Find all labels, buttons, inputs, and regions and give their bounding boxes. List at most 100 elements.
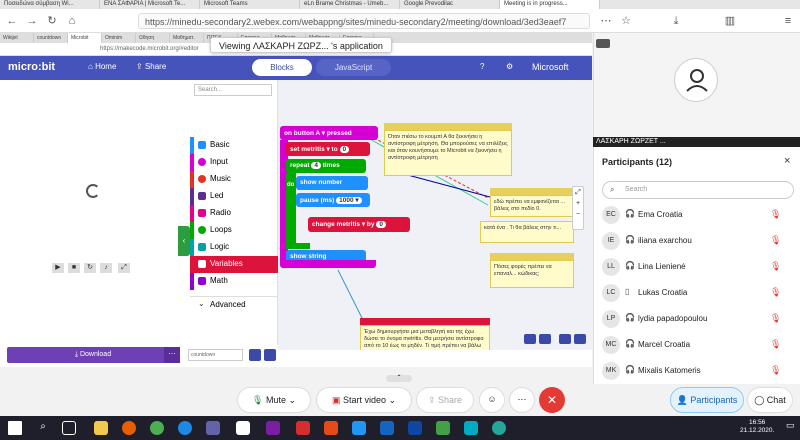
comment-note: κατά ένα . Τι θα βάλεις στην τι...: [480, 221, 574, 243]
firefox-icon[interactable]: [122, 421, 136, 435]
powerpoint-icon[interactable]: [324, 421, 338, 435]
more-icon[interactable]: ⋯: [600, 15, 612, 27]
search-icon[interactable]: ⌕: [40, 421, 46, 432]
browser-tab-bar: Ποσειδώνα σύμβαση Wi... ΕΝΑ ΣΑΦΑΡΙΑ | Mi…: [0, 0, 800, 9]
comment-note: εδώ πρέπει να εμφανίζεται ... βάλεις στο…: [490, 195, 574, 217]
participant-name: lydia papadopoulou: [638, 314, 708, 323]
forward-icon[interactable]: →: [26, 15, 38, 27]
change-value: 0: [376, 221, 386, 228]
bookmark-icon[interactable]: ☆: [621, 15, 631, 27]
webex-icon[interactable]: [492, 421, 506, 435]
start-video-button[interactable]: ▣ Start video ⌄: [316, 387, 412, 413]
word-icon[interactable]: [380, 421, 394, 435]
back-icon[interactable]: ←: [6, 15, 18, 27]
muted-mic-icon[interactable]: 🎙: [770, 313, 782, 323]
windows-start-icon[interactable]: [8, 421, 22, 435]
muted-mic-icon[interactable]: 🎙: [770, 209, 782, 219]
share-button[interactable]: ⇪ Share: [416, 387, 474, 413]
file-explorer-icon[interactable]: [94, 421, 108, 435]
show-number-block: show number: [296, 176, 368, 190]
category-radio: Radio: [190, 205, 278, 222]
participant-row[interactable]: LP 🎧 lydia papadopoulou 🎙: [594, 307, 800, 333]
category-label: Radio: [210, 208, 231, 217]
notepad-icon[interactable]: [236, 421, 250, 435]
app-icon[interactable]: [436, 421, 450, 435]
layout-icon[interactable]: [596, 39, 610, 48]
chat-icon: ◯: [754, 395, 765, 405]
participant-row[interactable]: IE 🎧 iliana exarchou 🎙: [594, 229, 800, 255]
more-options-button[interactable]: ⋯: [509, 387, 535, 413]
viewing-label: Viewing ΛΑΣΚΑΡΗ ΖΩΡΖ... 's application: [210, 37, 392, 53]
muted-mic-icon[interactable]: 🎙: [770, 339, 782, 349]
app-icon[interactable]: [352, 421, 366, 435]
teams-icon[interactable]: [206, 421, 220, 435]
inner-tab: Wikijet: [0, 33, 34, 43]
muted-mic-icon[interactable]: 🎙: [770, 287, 782, 297]
end-meeting-button[interactable]: ✕: [539, 387, 565, 413]
browser-tab[interactable]: eLn Brame Christmas - Umeb...: [300, 0, 400, 9]
share-icon: ⇪: [427, 395, 436, 405]
headset-icon: 🎧: [625, 339, 635, 348]
category-basic: Basic: [190, 137, 278, 154]
headphones-icon: [198, 175, 206, 183]
comment-note-header: [384, 123, 512, 130]
download-icon[interactable]: ⤓: [673, 15, 679, 27]
block-search-input: Search...: [194, 84, 272, 96]
browser-tab[interactable]: Google Prevodilac: [400, 0, 500, 9]
collapse-controls-icon[interactable]: ⌃: [386, 375, 412, 382]
category-logic: Logic: [190, 239, 278, 256]
participant-row[interactable]: LC ▯ Lukas Croatia 🎙: [594, 281, 800, 307]
reactions-button[interactable]: ☺: [479, 387, 505, 413]
address-bar[interactable]: https://minedu-secondary2.webex.com/weba…: [138, 13, 590, 29]
search-icon: ⌕: [610, 185, 615, 194]
participant-avatar: LL: [602, 258, 620, 276]
target-icon: [198, 158, 206, 166]
app-icon[interactable]: [266, 421, 280, 435]
javascript-toggle: JavaScript: [316, 59, 391, 76]
participant-row[interactable]: LL 🎧 Lina Lienienė 🎙: [594, 255, 800, 281]
close-icon[interactable]: ×: [784, 155, 791, 167]
home-icon[interactable]: ⌂: [68, 15, 76, 27]
muted-mic-icon[interactable]: 🎙: [770, 365, 782, 375]
menu-icon[interactable]: ≡: [784, 15, 792, 27]
app-icon[interactable]: [408, 421, 422, 435]
participants-search-input[interactable]: Search: [602, 181, 794, 199]
download-button: ⤓ Download: [7, 347, 179, 363]
participants-button[interactable]: 👤 Participants: [670, 387, 744, 413]
muted-mic-icon[interactable]: 🎙: [770, 235, 782, 245]
browser-tab[interactable]: ΕΝΑ ΣΑΦΑΡΙΑ | Microsoft Te...: [100, 0, 200, 9]
edge-icon[interactable]: [178, 421, 192, 435]
participant-row[interactable]: MK 🎧 Mixalis Katomeris 🎙: [594, 359, 800, 385]
block-workspace: on button A ▾ pressed set metritis ▾ to …: [278, 80, 592, 350]
change-label: change metritis ▾ by: [312, 221, 375, 228]
share-link: ⇪ Share: [136, 62, 167, 71]
notifications-icon[interactable]: ▭: [786, 420, 795, 430]
reload-icon[interactable]: ↻: [47, 15, 57, 27]
category-label: Logic: [210, 242, 230, 251]
on-button-block-foot: [280, 260, 376, 268]
category-math: Math: [190, 273, 278, 290]
mute-button[interactable]: 🎙 Mute ⌄: [237, 387, 311, 413]
system-clock[interactable]: 16:56 21.12.2020.: [740, 419, 774, 435]
chat-button[interactable]: ◯ Chat: [747, 387, 793, 413]
category-label: Music: [210, 174, 231, 183]
task-view-icon[interactable]: [62, 421, 76, 435]
browser-tab[interactable]: Ποσειδώνα σύμβαση Wi...: [0, 0, 100, 9]
set-label: set metritis ▾ to: [290, 146, 338, 153]
library-icon[interactable]: ▥: [724, 15, 736, 27]
muted-mic-icon[interactable]: 🎙: [770, 261, 782, 271]
windows-taskbar: ⌕ 16:56 21.12.2020. ▭: [0, 416, 800, 440]
browser-tab[interactable]: Microsoft Teams: [200, 0, 300, 9]
participant-row[interactable]: MC 🎧 Marcel Croatia 🎙: [594, 333, 800, 359]
browser-tab-active[interactable]: Meeting is in progress...: [500, 0, 600, 9]
pdf-icon[interactable]: [296, 421, 310, 435]
play-icon: ▶: [52, 263, 64, 273]
pause-value: 1000 ▾: [336, 197, 362, 204]
headset-icon: 🎧: [625, 261, 635, 270]
participant-row[interactable]: EC 🎧 Ema Croatia 🎙: [594, 203, 800, 229]
app-icon[interactable]: [464, 421, 478, 435]
start-video-label: Start video: [342, 395, 386, 405]
zoom-out-icon: [559, 334, 571, 344]
set-variable-block: set metritis ▾ to 0: [286, 142, 370, 156]
chrome-icon[interactable]: [150, 421, 164, 435]
